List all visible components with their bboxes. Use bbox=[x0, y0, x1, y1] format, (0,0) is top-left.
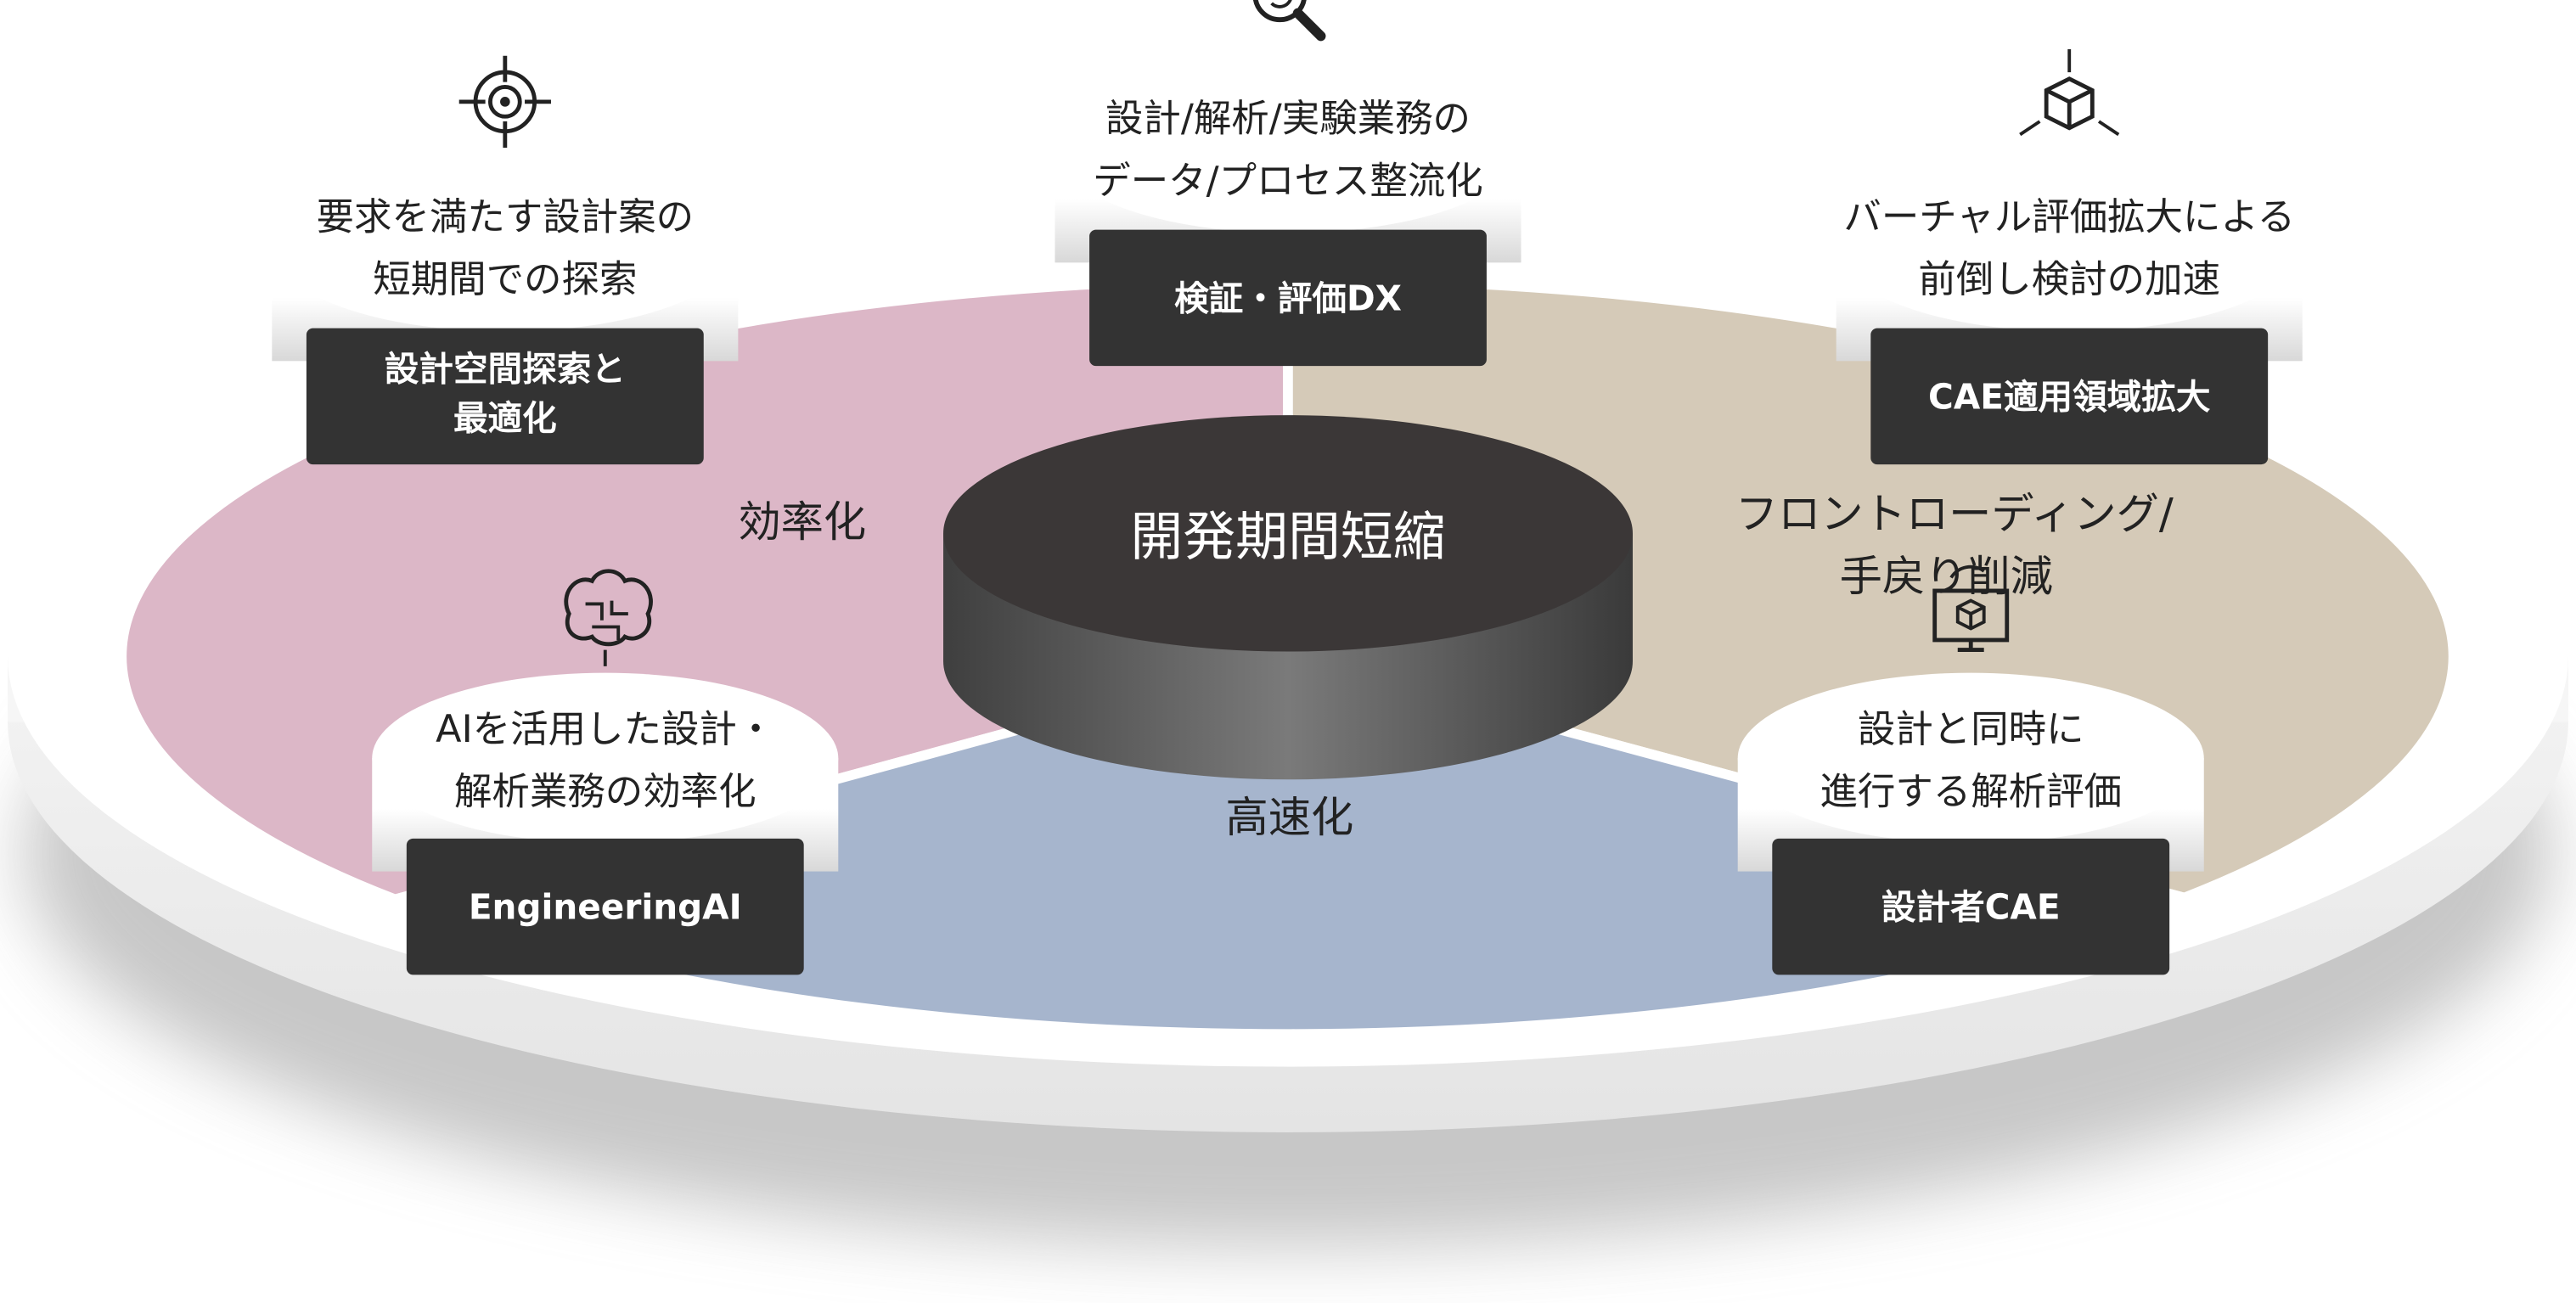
pillar-label-box bbox=[406, 838, 804, 975]
pillar-label-box bbox=[1870, 328, 2269, 465]
pillar-top bbox=[1055, 62, 1521, 233]
pillar-caption-line1: 設計/解析/実験業務の bbox=[1105, 98, 1471, 141]
pillar-caption-line1: 設計と同時に bbox=[1858, 708, 2084, 751]
pillar-label: 設計者CAE bbox=[1881, 887, 2061, 928]
monitor-cube-icon bbox=[1932, 567, 2010, 657]
segment-label-speedup: 高速化 bbox=[1226, 792, 1354, 842]
pillar-label-box bbox=[306, 328, 704, 465]
pillar-label-line1: 設計空間探索と bbox=[385, 349, 626, 390]
pillar-top bbox=[1737, 672, 2204, 844]
pillar-caption-line2: データ/プロセス整流化 bbox=[1093, 160, 1483, 203]
pillar-caption-line1: 要求を満たす設計案の bbox=[317, 196, 695, 239]
center-label: 開発期間短縮 bbox=[1130, 506, 1445, 567]
pillar-label: CAE適用領域拡大 bbox=[1928, 376, 2210, 417]
pillar-label-line2: 最適化 bbox=[453, 398, 557, 439]
segment-label-efficiency: 効率化 bbox=[738, 497, 866, 547]
pillar-label-box bbox=[1772, 838, 2170, 975]
pillar-top bbox=[1836, 160, 2303, 332]
cube-axes-icon bbox=[2019, 48, 2120, 137]
pillar-label-box bbox=[1089, 229, 1487, 367]
segment-label-front-loading-2: 手戻り削減 bbox=[1840, 551, 2053, 601]
search-refresh-icon bbox=[1252, 0, 1326, 42]
pillar-caption-line2: 前倒し検討の加速 bbox=[1918, 258, 2220, 301]
pillar-top bbox=[372, 672, 839, 844]
pillar-caption-line1: バーチャル評価拡大による bbox=[1843, 196, 2295, 239]
segment-label-front-loading: フロントローディング/ bbox=[1735, 489, 2174, 539]
pillar-caption-line2: 進行する解析評価 bbox=[1820, 770, 2122, 813]
pillar-label: 検証・評価DX bbox=[1174, 278, 1402, 318]
pillar-caption-line2: 解析業務の効率化 bbox=[454, 770, 756, 813]
target-icon bbox=[458, 55, 551, 148]
pillar-label: EngineeringAI bbox=[469, 887, 742, 928]
brain-circuit-icon bbox=[564, 569, 653, 666]
pillar: AIを活用した設計・解析業務の効率化 EngineeringAI bbox=[372, 569, 839, 975]
center-cylinder: 開発期間短縮 bbox=[943, 415, 1633, 780]
pillar-caption-line2: 短期間での探索 bbox=[373, 258, 637, 301]
pillar-caption-line1: AIを活用した設計・ bbox=[436, 708, 774, 751]
pillar-top bbox=[272, 160, 739, 332]
